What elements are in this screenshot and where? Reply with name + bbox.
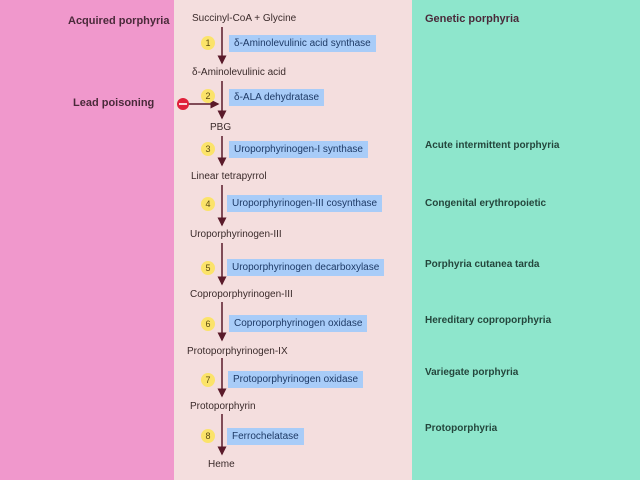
enzyme-ala-dehydratase: δ-ALA dehydratase xyxy=(229,89,325,106)
lead-poisoning-label: Lead poisoning xyxy=(73,97,155,109)
disease-porphyria-cutanea-tarda: Porphyria cutanea tarda xyxy=(425,259,540,270)
step-badge-4: 4 xyxy=(201,197,215,211)
disease-congenital-erythropoietic: Congenital erythropoietic xyxy=(425,198,547,209)
genetic-porphyria-column xyxy=(412,0,640,480)
metabolite-heme: Heme xyxy=(208,459,235,470)
heme-pathway-column xyxy=(174,0,412,480)
disease-acute-intermittent-porphyria: Acute intermittent porphyria xyxy=(425,140,560,151)
metabolite-linear-tetrapyrrol: Linear tetrapyrrol xyxy=(191,171,267,182)
enzyme-uroporphyrinogen-decarboxylase: Uroporphyrinogen decarboxylase xyxy=(227,259,385,276)
step-badge-6: 6 xyxy=(201,317,215,331)
metabolite-pbg: PBG xyxy=(210,122,232,133)
step-badge-1: 1 xyxy=(201,36,215,50)
disease-variegate-porphyria: Variegate porphyria xyxy=(425,367,519,378)
inhibition-icon xyxy=(177,98,189,110)
metabolite-uroporphyrinogen-iii: Uroporphyrinogen-III xyxy=(190,229,282,240)
genetic-porphyria-header: Genetic porphyria xyxy=(425,13,520,25)
enzyme-ala-synthase: δ-Aminolevulinic acid synthase xyxy=(229,35,376,52)
enzyme-ferrochelatase: Ferrochelatase xyxy=(227,428,304,445)
step-badge-7: 7 xyxy=(201,373,215,387)
enzyme-protoporphyrinogen-oxidase: Protoporphyrinogen oxidase xyxy=(228,371,364,388)
step-badge-8: 8 xyxy=(201,429,215,443)
step-badge-5: 5 xyxy=(201,261,215,275)
enzyme-uroporphyrinogen-iii-cosynthase: Uroporphyrinogen-III cosynthase xyxy=(227,195,383,212)
disease-protoporphyria: Protoporphyria xyxy=(425,423,498,434)
metabolite-protoporphyrin: Protoporphyrin xyxy=(190,401,256,412)
metabolite-ala: δ-Aminolevulinic acid xyxy=(192,67,286,78)
metabolite-protoporphyrinogen-ix: Protoporphyrinogen-IX xyxy=(187,346,288,357)
acquired-porphyria-header: Acquired porphyria xyxy=(68,15,170,27)
disease-hereditary-coproporphyria: Hereditary coproporphyria xyxy=(425,315,552,326)
metabolite-succinyl-coa-glycine: Succinyl-CoA + Glycine xyxy=(192,13,297,24)
metabolite-coproporphyrinogen-iii: Coproporphyrinogen-III xyxy=(190,289,293,300)
enzyme-coproporphyrinogen-oxidase: Coproporphyrinogen oxidase xyxy=(229,315,368,332)
acquired-porphyria-column xyxy=(0,0,174,480)
enzyme-uroporphyrinogen-i-synthase: Uroporphyrinogen-I synthase xyxy=(229,141,368,158)
step-badge-3: 3 xyxy=(201,142,215,156)
step-badge-2: 2 xyxy=(201,89,215,103)
